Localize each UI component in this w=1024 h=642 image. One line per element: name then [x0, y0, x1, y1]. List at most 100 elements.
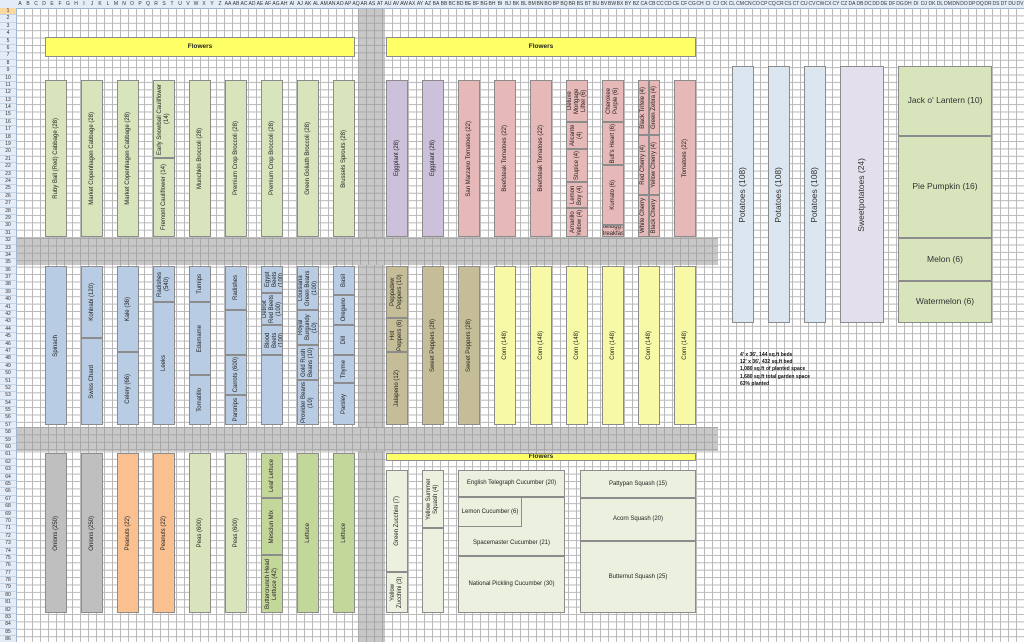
plot-corn-148[interactable]: Corn (148): [602, 266, 624, 425]
column-header[interactable]: BF: [472, 1, 480, 7]
row-header[interactable]: 81: [0, 599, 16, 607]
column-header[interactable]: BX: [616, 1, 624, 7]
row-header[interactable]: 85: [0, 629, 16, 637]
row-header[interactable]: 25: [0, 185, 16, 193]
row-header[interactable]: 17: [0, 126, 16, 134]
plot-peanuts-22[interactable]: Peanuts (22): [117, 453, 139, 613]
column-header[interactable]: CE: [672, 1, 680, 7]
column-header[interactable]: BQ: [560, 1, 568, 7]
column-header[interactable]: F: [58, 1, 62, 7]
plot-market-copenhagen-cabbage-28[interactable]: Market Copenhagen Cabbage (28): [81, 80, 103, 237]
row-header[interactable]: 69: [0, 511, 16, 518]
plot-corn-148[interactable]: Corn (148): [566, 266, 588, 425]
row-header[interactable]: 45: [0, 333, 16, 341]
row-header[interactable]: 82: [0, 607, 16, 615]
plot-yellow-zucchini-3[interactable]: Yellow Zucchini (3): [386, 572, 408, 613]
column-header[interactable]: AN: [328, 1, 336, 7]
row-header[interactable]: 40: [0, 296, 16, 304]
plot-onions-250[interactable]: Onions (250): [45, 453, 67, 613]
empty-plot[interactable]: [261, 355, 283, 425]
column-header[interactable]: CD: [664, 1, 672, 7]
column-header[interactable]: DL: [936, 1, 944, 7]
column-header[interactable]: DI: [913, 1, 919, 7]
column-header[interactable]: CW: [816, 1, 824, 7]
plot-red-cherry-4[interactable]: Red Cherry (4): [638, 135, 649, 195]
row-header[interactable]: 29: [0, 215, 16, 223]
plot-peas-600[interactable]: Peas (600): [225, 453, 247, 613]
plot-ruby-ball-red-cabbage-28[interactable]: Ruby Ball (Red) Cabbage (28): [45, 80, 67, 237]
row-header[interactable]: 51: [0, 378, 16, 385]
column-header[interactable]: Q: [146, 1, 150, 7]
column-header[interactable]: CO: [752, 1, 760, 7]
plot-brussels-sprouts-28[interactable]: Brussels Sprouts (28): [333, 80, 355, 237]
row-header[interactable]: 47: [0, 348, 16, 356]
plot-sweetpotatoes-24[interactable]: Sweetpotatoes (24): [840, 66, 884, 323]
row-header[interactable]: 55: [0, 407, 16, 415]
plot-jalapeno-12[interactable]: Jalapeno (12): [386, 352, 408, 425]
row-header[interactable]: 52: [0, 385, 16, 393]
column-header[interactable]: CL: [728, 1, 736, 7]
column-header[interactable]: AO: [336, 1, 344, 7]
plot-green-zucchini-7[interactable]: Green Zucchini (7): [386, 470, 408, 572]
plot-stupice-4[interactable]: Stupice (4): [566, 149, 588, 182]
column-header[interactable]: BR: [568, 1, 576, 7]
column-header[interactable]: CS: [784, 1, 792, 7]
column-header[interactable]: BD: [456, 1, 464, 7]
row-header[interactable]: 74: [0, 548, 16, 555]
column-header[interactable]: AQ: [352, 1, 360, 7]
column-header[interactable]: DN: [952, 1, 960, 7]
column-header[interactable]: BH: [488, 1, 496, 7]
column-header[interactable]: CB: [648, 1, 656, 7]
row-header[interactable]: 83: [0, 614, 16, 622]
plot-peanuts-22[interactable]: Peanuts (22): [153, 453, 175, 613]
row-header[interactable]: 78: [0, 577, 16, 585]
row-header[interactable]: 37: [0, 274, 16, 282]
column-header[interactable]: A: [18, 1, 22, 7]
row-header[interactable]: 6: [0, 45, 16, 53]
row-header[interactable]: 3: [0, 23, 16, 31]
column-header[interactable]: CT: [792, 1, 800, 7]
column-header[interactable]: BS: [576, 1, 584, 7]
column-header[interactable]: DB: [856, 1, 864, 7]
row-header[interactable]: 63: [0, 466, 16, 474]
column-header[interactable]: T: [170, 1, 174, 7]
row-header[interactable]: 2: [0, 15, 16, 23]
column-header[interactable]: BK: [512, 1, 520, 7]
plot-market-copenhagen-cabbage-28[interactable]: Market Copenhagen Cabbage (28): [117, 80, 139, 237]
column-header[interactable]: BC: [448, 1, 456, 7]
column-header[interactable]: BT: [584, 1, 592, 7]
plot-basil[interactable]: Basil: [333, 266, 355, 295]
plot-early-snowball-cauliflower-14[interactable]: Early Snowball Cauliflower (14): [153, 80, 175, 158]
column-header[interactable]: DH: [904, 1, 912, 7]
row-header[interactable]: 11: [0, 82, 16, 90]
row-header[interactable]: 44: [0, 326, 16, 334]
plot-parsley[interactable]: Parsley: [333, 383, 355, 425]
row-header[interactable]: 9: [0, 67, 16, 75]
column-header[interactable]: BB: [440, 1, 448, 7]
row-header[interactable]: 13: [0, 97, 16, 105]
row-header[interactable]: 8: [0, 60, 16, 68]
column-header[interactable]: AK: [304, 1, 312, 7]
column-header[interactable]: AG: [272, 1, 280, 7]
plot-hot-peppers-6[interactable]: Hot Peppers (6): [386, 318, 408, 352]
column-header[interactable]: DV: [1016, 1, 1024, 7]
plot-radishes-540[interactable]: Radishes (540): [153, 266, 175, 302]
column-header[interactable]: BY: [624, 1, 632, 7]
plot-tomatoes-22[interactable]: Tomatoes (22): [674, 80, 696, 237]
column-header[interactable]: AS: [368, 1, 376, 7]
column-header[interactable]: L: [106, 1, 110, 7]
plot-buttercrunch-head-lettuce-42[interactable]: Buttercrunch Head Lettuce (42): [261, 555, 283, 613]
row-header[interactable]: 49: [0, 363, 16, 371]
column-header[interactable]: W: [193, 1, 199, 7]
row-header[interactable]: 62: [0, 459, 16, 467]
column-header[interactable]: X: [202, 1, 206, 7]
plot-parsnips[interactable]: Parsnips: [225, 395, 247, 425]
row-header[interactable]: 73: [0, 540, 16, 548]
row-header[interactable]: 12: [0, 89, 16, 97]
plot-lemon-boy-4[interactable]: Lemon Boy (4): [566, 182, 588, 208]
plot-green-goliath-broccoli-28[interactable]: Green Goliath Broccoli (28): [297, 80, 319, 237]
column-header[interactable]: CZ: [840, 1, 848, 7]
row-header[interactable]: 33: [0, 245, 16, 252]
column-header[interactable]: U: [178, 1, 182, 7]
column-header[interactable]: BA: [432, 1, 440, 7]
